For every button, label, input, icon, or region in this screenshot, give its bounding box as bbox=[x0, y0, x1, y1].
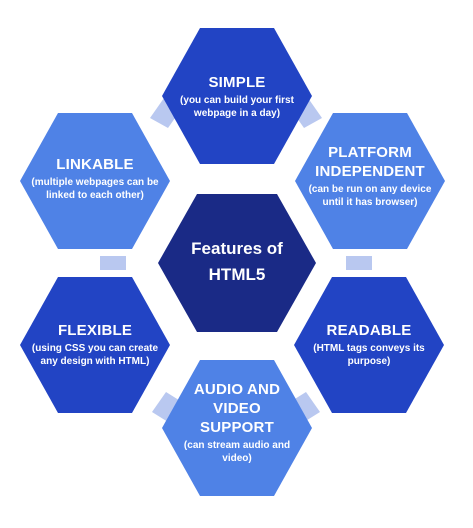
feature-description: purpose) bbox=[347, 356, 391, 367]
hexagon-linkable bbox=[20, 113, 170, 249]
hexagon-center bbox=[158, 194, 316, 332]
connector-left bbox=[100, 256, 126, 270]
connector-right bbox=[346, 256, 372, 270]
hexagon-audio-video-support bbox=[162, 360, 312, 496]
feature-title: SUPPORT bbox=[200, 419, 274, 436]
feature-title: INDEPENDENT bbox=[315, 163, 425, 180]
connector-bottom-left bbox=[152, 392, 182, 422]
hexagon-flexible bbox=[20, 277, 170, 413]
feature-description: (HTML tags conveys its bbox=[313, 343, 425, 354]
feature-label-platform-independent: PLATFORM INDEPENDENT (can be run on any … bbox=[295, 143, 445, 209]
feature-title: VIDEO bbox=[213, 400, 261, 417]
feature-title: SIMPLE bbox=[208, 74, 266, 91]
feature-description: (using CSS you can create bbox=[31, 343, 159, 354]
hexagon-simple bbox=[162, 28, 312, 164]
feature-label-audio-video-support: AUDIO AND VIDEO SUPPORT (can stream audi… bbox=[162, 380, 312, 465]
center-title-line-1: Features of bbox=[191, 239, 283, 258]
feature-description: any design with HTML) bbox=[40, 356, 150, 367]
feature-label-linkable: LINKABLE (multiple webpages can be linke… bbox=[20, 155, 170, 202]
feature-title: AUDIO AND bbox=[193, 381, 281, 398]
feature-title: LINKABLE bbox=[56, 156, 134, 173]
center-title-line-2: HTML5 bbox=[208, 265, 266, 284]
feature-description: video) bbox=[222, 453, 252, 464]
feature-title: PLATFORM bbox=[328, 144, 412, 161]
feature-label-flexible: FLEXIBLE (using CSS you can create any d… bbox=[20, 321, 170, 368]
center-label: Features of HTML5 bbox=[177, 236, 297, 288]
feature-title: READABLE bbox=[326, 322, 412, 339]
hexagon-platform-independent bbox=[295, 113, 445, 249]
feature-description: webpage in a day) bbox=[193, 108, 281, 119]
feature-label-simple: SIMPLE (you can build your first webpage… bbox=[162, 73, 312, 120]
feature-description: until it has browser) bbox=[322, 197, 418, 208]
feature-title: FLEXIBLE bbox=[57, 322, 133, 339]
connector-bottom-right bbox=[290, 392, 320, 422]
feature-description: (can stream audio and bbox=[183, 440, 291, 451]
feature-description: (can be run on any device bbox=[308, 184, 432, 195]
feature-description: (you can build your first bbox=[180, 95, 294, 106]
feature-label-readable: READABLE (HTML tags conveys its purpose) bbox=[294, 321, 444, 368]
hexagon-readable bbox=[294, 277, 444, 413]
feature-description: (multiple webpages can be bbox=[31, 177, 159, 188]
feature-description: linked to each other) bbox=[46, 190, 144, 201]
